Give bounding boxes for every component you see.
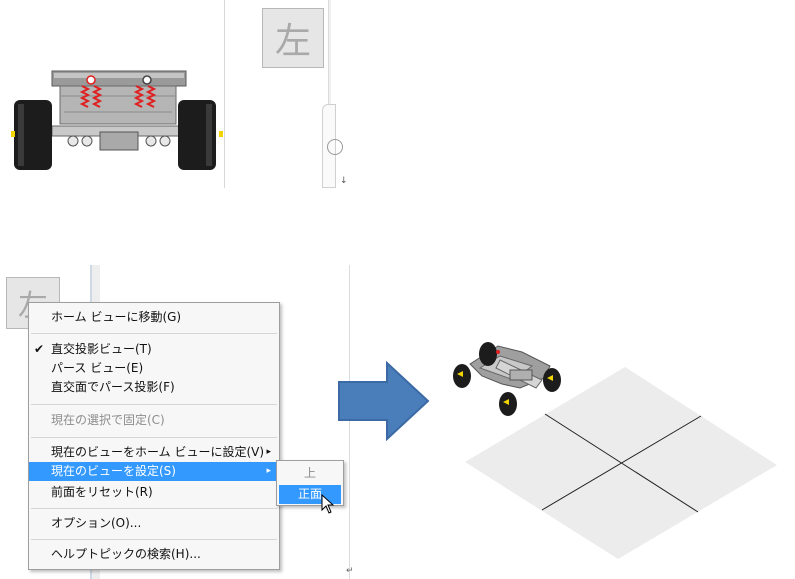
orbit-icon[interactable]	[327, 139, 343, 155]
menu-item-label: 現在のビューをホーム ビューに設定(V)	[51, 445, 265, 459]
pane-divider	[224, 0, 225, 188]
menu-item-label: 前面をリセット(R)	[51, 485, 153, 499]
isometric-scene	[453, 342, 777, 559]
navigation-bar[interactable]	[322, 104, 343, 188]
submenu-item-label: 正面	[297, 487, 322, 501]
paragraph-mark: ↵	[346, 566, 354, 576]
menu-item-perspective[interactable]: パース ビュー(E)	[29, 359, 279, 378]
menu-separator	[31, 404, 277, 405]
submenu-item-label: 上	[303, 466, 316, 480]
menu-item-label: 現在の選択で固定(C)	[51, 413, 165, 427]
scroll-down-arrow-icon[interactable]: ↓	[340, 176, 348, 186]
viewcube-context-menu: ホーム ビューに移動(G) ✔ 直交投影ビュー(T) パース ビュー(E) 直交…	[28, 302, 280, 570]
menu-item-label: 直交面でパース投影(F)	[51, 380, 175, 394]
right-arrow-icon	[338, 361, 430, 441]
menu-separator	[31, 333, 277, 334]
menu-item-options[interactable]: オプション(O)...	[29, 514, 279, 533]
submenu-arrow-icon: ▸	[266, 447, 271, 457]
checkmark-icon: ✔	[34, 342, 45, 356]
menu-separator	[31, 437, 277, 438]
pane-edge	[349, 265, 350, 579]
menu-item-help-search[interactable]: ヘルプトピックの検索(H)...	[29, 545, 279, 564]
vehicle-model	[453, 342, 561, 416]
menu-item-orthographic[interactable]: ✔ 直交投影ビュー(T)	[29, 340, 279, 359]
menu-item-label: 直交投影ビュー(T)	[51, 342, 152, 356]
menu-item-reset-front[interactable]: 前面をリセット(R)	[29, 483, 279, 502]
viewcube-face-label: 左	[274, 21, 311, 62]
menu-item-label: ヘルプトピックの検索(H)...	[51, 547, 201, 561]
menu-item-label: パース ビュー(E)	[51, 361, 144, 375]
submenu-item-top: 上	[279, 464, 341, 483]
menu-item-label: ホーム ビューに移動(G)	[51, 310, 182, 324]
submenu-arrow-icon: ▸	[266, 466, 271, 476]
mouse-pointer-icon	[321, 494, 335, 514]
vehicle-front-view	[11, 70, 223, 170]
menu-item-set-current-as-home[interactable]: 現在のビューをホーム ビューに設定(V) ▸	[29, 443, 279, 462]
viewcube[interactable]: 左	[262, 8, 324, 68]
menu-separator	[31, 539, 277, 540]
viewport-top	[0, 0, 224, 188]
set-view-submenu: 上 正面	[276, 460, 344, 506]
menu-item-label: オプション(O)...	[51, 516, 142, 530]
menu-item-label: 現在のビューを設定(S)	[51, 464, 176, 478]
menu-item-set-current-view[interactable]: 現在のビューを設定(S) ▸	[29, 462, 279, 481]
pane-edge	[328, 0, 331, 188]
menu-item-go-home[interactable]: ホーム ビューに移動(G)	[29, 308, 279, 327]
menu-item-lock-to-selection: 現在の選択で固定(C)	[29, 411, 279, 430]
menu-separator	[31, 508, 277, 509]
menu-item-perspective-ortho-faces[interactable]: 直交面でパース投影(F)	[29, 378, 279, 397]
